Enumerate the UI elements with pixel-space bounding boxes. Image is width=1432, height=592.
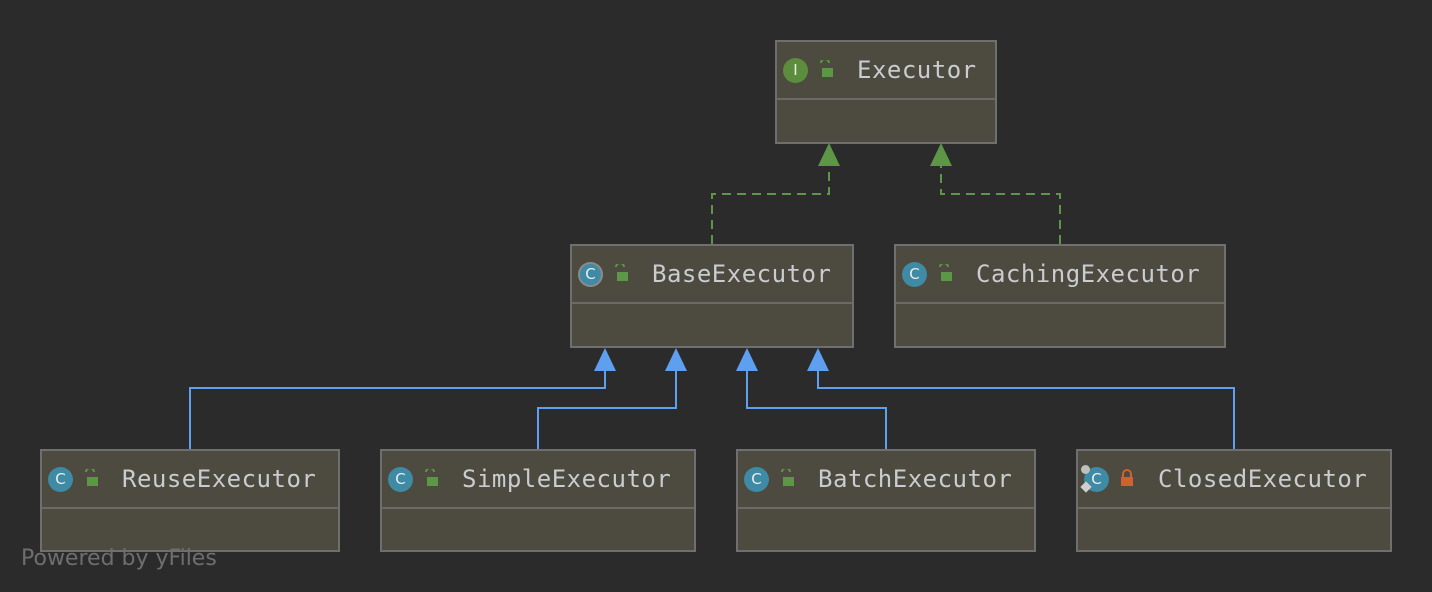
node-name: BatchExecutor xyxy=(818,465,1013,493)
node-header: C CachingExecutor xyxy=(896,246,1224,304)
arrow-head xyxy=(736,348,758,371)
class-icon: C xyxy=(48,467,73,492)
arrow-head xyxy=(594,348,616,371)
node-name: BaseExecutor xyxy=(652,260,832,288)
edge-caching-implements-executor xyxy=(930,143,1061,244)
diamond-icon xyxy=(1080,481,1092,493)
node-name: Executor xyxy=(857,56,977,84)
node-name: CachingExecutor xyxy=(976,260,1201,288)
edge-reuse-extends-base xyxy=(189,348,616,449)
node-caching-executor[interactable]: C CachingExecutor xyxy=(894,244,1226,348)
public-lock-icon xyxy=(820,60,833,77)
arrow-head xyxy=(665,348,687,371)
node-simple-executor[interactable]: C SimpleExecutor xyxy=(380,449,696,552)
node-executor[interactable]: I Executor xyxy=(775,40,997,144)
arrow-head xyxy=(807,348,829,371)
public-lock-icon xyxy=(781,469,794,486)
node-batch-executor[interactable]: C BatchExecutor xyxy=(736,449,1036,552)
private-lock-icon xyxy=(1121,469,1133,486)
node-reuse-executor[interactable]: C ReuseExecutor xyxy=(40,449,340,552)
node-name: SimpleExecutor xyxy=(462,465,672,493)
interface-icon: I xyxy=(783,58,808,83)
node-name: ClosedExecutor xyxy=(1158,465,1368,493)
class-letter: C xyxy=(1091,470,1102,488)
node-header: I Executor xyxy=(777,42,995,100)
final-nested-class-icon: C xyxy=(1080,465,1109,493)
public-lock-icon xyxy=(939,264,952,281)
edge-simple-extends-base xyxy=(537,348,687,449)
node-header: C SimpleExecutor xyxy=(382,451,694,509)
edge-closed-extends-base xyxy=(807,348,1235,449)
arrow-head xyxy=(930,143,952,166)
abstract-class-icon: C xyxy=(578,262,603,287)
class-icon: C xyxy=(902,262,927,287)
public-lock-icon xyxy=(615,264,628,281)
class-icon: C xyxy=(388,467,413,492)
arrow-head xyxy=(818,143,840,166)
edge-base-implements-executor xyxy=(711,143,840,244)
node-closed-executor[interactable]: C ClosedExecutor xyxy=(1076,449,1392,552)
node-name: ReuseExecutor xyxy=(122,465,317,493)
edge-batch-extends-base xyxy=(736,348,887,449)
node-base-executor[interactable]: C BaseExecutor xyxy=(570,244,854,348)
node-header: C BaseExecutor xyxy=(572,246,852,304)
pin-icon xyxy=(1081,465,1090,474)
powered-by-label: Powered by yFiles xyxy=(21,546,217,571)
node-header: C BatchExecutor xyxy=(738,451,1034,509)
public-lock-icon xyxy=(85,469,98,486)
class-icon: C xyxy=(744,467,769,492)
node-header: C ReuseExecutor xyxy=(42,451,338,509)
node-header: C ClosedExecutor xyxy=(1078,451,1390,509)
public-lock-icon xyxy=(425,469,438,486)
